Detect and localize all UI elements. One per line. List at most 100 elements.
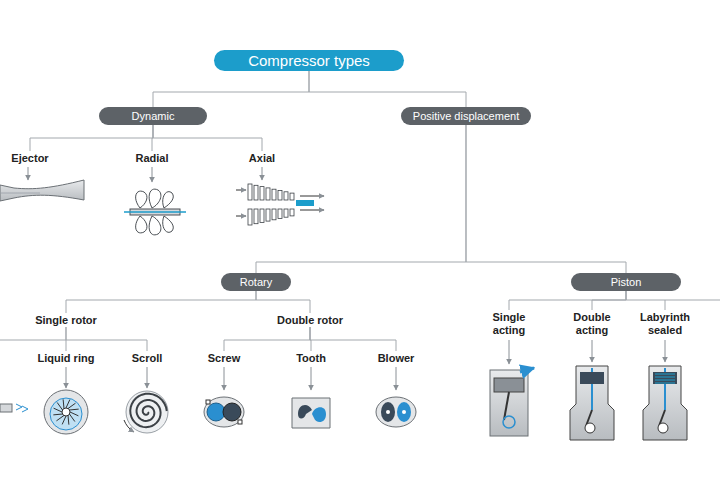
tree-connector	[224, 327, 310, 351]
ejector-illustration	[0, 180, 84, 201]
type-label: Double rotor	[275, 313, 345, 327]
vane	[54, 408, 62, 412]
blade	[266, 188, 270, 200]
node-text: Screw	[208, 352, 240, 364]
category-pill: Dynamic	[99, 107, 207, 125]
node-text: Scroll	[132, 352, 163, 364]
double-acting-illustration	[570, 366, 614, 440]
node-text: Tooth	[296, 352, 326, 364]
type-label: Labyrinth sealed	[633, 310, 697, 337]
node-text: Piston	[583, 276, 669, 288]
vane	[56, 415, 64, 420]
blade	[272, 189, 276, 200]
vane	[53, 414, 62, 416]
node-text: Positive displacement	[413, 110, 519, 122]
node-text: Double acting	[570, 311, 614, 336]
type-label: Blower	[376, 351, 417, 365]
node-text: Labyrinth sealed	[635, 311, 695, 336]
category-pill: Piston	[571, 273, 681, 291]
blade	[284, 209, 288, 217]
blade	[248, 209, 252, 225]
blade	[290, 209, 294, 216]
labyrinth-sealed-illustration	[643, 366, 687, 440]
tree-connector	[153, 125, 262, 151]
liquid-ring-illustration	[44, 390, 88, 434]
type-label: Radial	[133, 151, 170, 165]
tree-connector	[153, 71, 309, 108]
spiral	[130, 394, 167, 427]
node-text: Double rotor	[277, 314, 343, 326]
axial-illustration	[236, 184, 324, 225]
blade	[272, 209, 276, 220]
vane	[66, 400, 70, 408]
type-label: Single rotor	[33, 313, 99, 327]
vane	[62, 416, 66, 424]
blade	[260, 187, 264, 200]
type-label: Tooth	[294, 351, 328, 365]
vane	[63, 399, 65, 408]
blade	[290, 193, 294, 200]
single-acting-illustration	[490, 368, 534, 436]
node-text: Compressor types	[228, 52, 390, 69]
tree-connector	[256, 125, 466, 273]
node-text: Axial	[249, 152, 275, 164]
blade	[248, 184, 252, 200]
seal-groove	[655, 374, 675, 375]
root-pill: Compressor types	[214, 50, 404, 71]
tree-connector	[626, 291, 665, 310]
type-label: Scroll	[130, 351, 165, 365]
seal-groove	[655, 383, 675, 384]
tree-connector	[592, 291, 626, 310]
category-pill: Rotary	[221, 273, 291, 291]
tree-connector	[310, 327, 396, 351]
blade	[254, 209, 258, 224]
type-label: Double acting	[568, 310, 616, 337]
seal-groove	[655, 377, 675, 378]
tree-connector	[256, 291, 310, 313]
type-label: Screw	[206, 351, 242, 365]
tree-connector	[66, 327, 147, 351]
blade	[284, 192, 288, 200]
node-text: Liquid ring	[38, 352, 95, 364]
vane	[57, 402, 62, 410]
tooth-illustration	[292, 398, 330, 428]
blade	[260, 209, 264, 222]
node-text: Single acting	[487, 311, 531, 336]
seal-groove	[655, 380, 675, 381]
radial-illustration	[124, 189, 186, 235]
vane	[69, 414, 74, 422]
blade	[278, 191, 282, 201]
type-label: Liquid ring	[36, 351, 97, 365]
screw-illustration	[204, 397, 244, 427]
node-text: Single rotor	[35, 314, 97, 326]
node-text: Blower	[378, 352, 415, 364]
type-label: Single acting	[485, 310, 533, 337]
type-label: Axial	[247, 151, 277, 165]
tree-connector	[309, 71, 466, 108]
vane	[69, 409, 78, 411]
tree-connector	[509, 291, 626, 310]
tree-connector	[30, 125, 153, 151]
cut-branch	[0, 300, 720, 340]
blade	[254, 185, 258, 200]
vane	[70, 412, 78, 416]
node-text: Dynamic	[111, 110, 195, 122]
scroll-illustration	[124, 391, 168, 433]
leader-arrows	[28, 167, 665, 390]
node-text: Ejector	[11, 152, 48, 164]
tree-connector	[66, 291, 256, 313]
blade	[266, 209, 270, 221]
blade	[278, 209, 282, 219]
tree-connector	[466, 125, 626, 273]
category-pill: Positive displacement	[401, 107, 531, 125]
type-label: Ejector	[9, 151, 50, 165]
vane	[68, 415, 70, 424]
node-text: Radial	[135, 152, 168, 164]
vane	[68, 403, 76, 408]
blower-illustration	[376, 397, 416, 427]
node-text: Rotary	[233, 276, 279, 288]
cut-illustration	[0, 404, 28, 412]
